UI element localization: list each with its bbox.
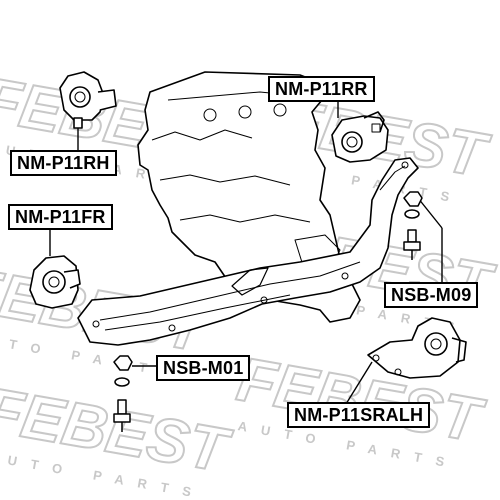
callout-nm-p11rh[interactable]: NM-P11RH xyxy=(10,150,117,176)
mount-nm-p11rh xyxy=(59,71,117,150)
callout-nm-p11rr[interactable]: NM-P11RR xyxy=(268,76,375,102)
bolt-nsb-m09 xyxy=(403,191,443,282)
watermark-bottom-left: FEBEST AUTO PARTS xyxy=(0,374,238,500)
engine-block-silhouette xyxy=(137,71,361,323)
callout-nm-p11sralh[interactable]: NM-P11SRALH xyxy=(287,402,431,428)
callout-nsb-m09[interactable]: NSB-M09 xyxy=(384,282,479,308)
bolt-nsb-m01 xyxy=(113,355,156,432)
mount-nm-p11rr xyxy=(331,100,389,163)
mount-nm-p11sralh xyxy=(345,317,467,405)
callout-nsb-m01[interactable]: NSB-M01 xyxy=(156,355,251,381)
callout-nm-p11fr[interactable]: NM-P11FR xyxy=(8,204,113,230)
mount-nm-p11fr xyxy=(29,230,81,309)
subframe-crossmember xyxy=(77,157,419,346)
